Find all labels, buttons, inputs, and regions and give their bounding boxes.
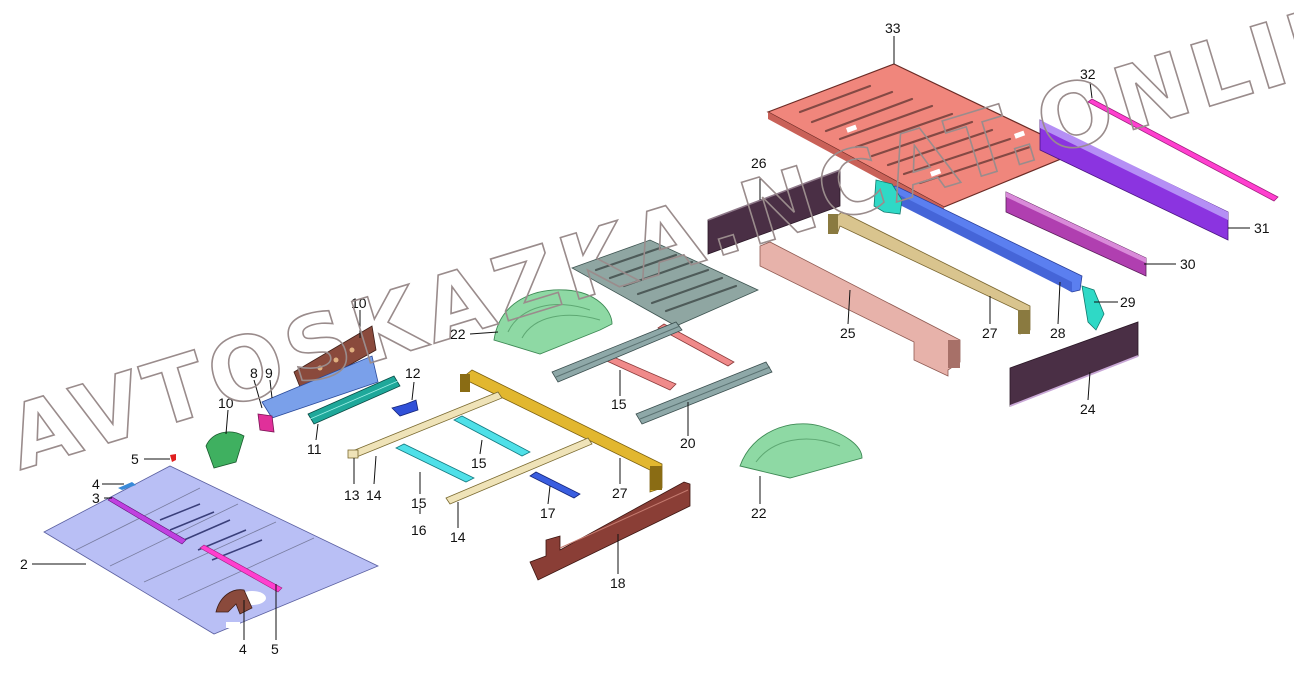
callout-4: 4	[239, 641, 247, 657]
callout-18: 18	[610, 575, 626, 591]
part-11-teal-sill	[307, 375, 401, 425]
part-25-pink-panel	[759, 241, 961, 377]
steel-crossmember-upper	[551, 321, 683, 383]
part-10-green-fender	[205, 431, 245, 469]
part-20-steel-crossmember	[635, 361, 773, 425]
callout-24: 24	[1080, 401, 1096, 417]
part-18-brown-sill	[529, 481, 691, 581]
callout-11: 11	[307, 441, 322, 457]
callout-5: 5	[271, 641, 279, 657]
part-8-magenta-block	[257, 413, 275, 433]
callout-8: 8	[250, 365, 258, 381]
callout-28: 28	[1050, 325, 1066, 341]
callout-9: 9	[265, 365, 273, 381]
part-14-cream-beam-lower	[445, 437, 593, 505]
part-24-dark-panel	[1009, 321, 1139, 407]
callout-27: 27	[982, 325, 998, 341]
part-13-end-cap	[347, 449, 359, 459]
callout-5: 5	[131, 451, 139, 467]
callout-15: 15	[411, 495, 427, 511]
part-29-teal-corner-upper	[873, 179, 903, 215]
part-17-blue-strip	[529, 471, 581, 499]
leader-lines	[32, 36, 1250, 640]
callout-12: 12	[405, 365, 421, 381]
callout-15: 15	[471, 455, 487, 471]
callout-3: 3	[92, 490, 100, 506]
part-22-wheel-arch-lower	[739, 423, 863, 479]
callout-31: 31	[1254, 220, 1270, 236]
callout-25: 25	[840, 325, 856, 341]
part-4-brown-tunnel	[215, 589, 253, 615]
callout-33: 33	[885, 20, 901, 36]
part-5-pink-rail	[199, 544, 283, 593]
mid-floor-panel	[571, 239, 759, 327]
part-12-blue-bracket	[391, 399, 419, 417]
callout-labels: 2 3 4 4 5 5 8 9 10 10 11 12 13 14 14 15 …	[20, 20, 1270, 657]
part-15-salmon-beam-b	[657, 323, 735, 367]
part-32-pink-rail	[1087, 98, 1279, 202]
part-9-blue-panel	[261, 355, 379, 419]
callout-29: 29	[1120, 294, 1136, 310]
part-27-tan-frame-upper	[828, 211, 1031, 335]
callout-30: 30	[1180, 256, 1196, 272]
part-30-magenta-rail	[1005, 191, 1147, 277]
part-10-brown-bracket	[293, 325, 377, 393]
callout-15: 15	[611, 396, 627, 412]
part-31-purple-rail	[1039, 119, 1229, 241]
part-29-teal-corner-lower	[1081, 285, 1105, 331]
callout-2: 2	[20, 556, 28, 572]
part-22-wheel-arch-upper	[493, 289, 613, 355]
callout-16: 16	[411, 522, 427, 538]
part-28-blue-rail	[884, 185, 1083, 293]
callout-13: 13	[344, 487, 360, 503]
callout-22: 22	[751, 505, 767, 521]
callout-22: 22	[450, 326, 466, 342]
callout-14: 14	[366, 487, 382, 503]
callout-26: 26	[751, 155, 767, 171]
callout-10: 10	[351, 295, 367, 311]
callout-27: 27	[612, 485, 628, 501]
callout-4: 4	[92, 476, 100, 492]
callout-10: 10	[218, 395, 234, 411]
callout-20: 20	[680, 435, 696, 451]
callout-14: 14	[450, 529, 466, 545]
callout-32: 32	[1080, 66, 1096, 82]
callout-17: 17	[540, 505, 556, 521]
part-4-blue-strip	[118, 482, 136, 490]
part-26-dark-panel	[707, 169, 841, 255]
part-15-cyan-beam-a	[395, 443, 475, 483]
part-33-rear-floor-panel	[766, 63, 1080, 214]
part-15-cyan-beam-b	[453, 415, 531, 457]
part-5-red-clip	[170, 454, 176, 462]
